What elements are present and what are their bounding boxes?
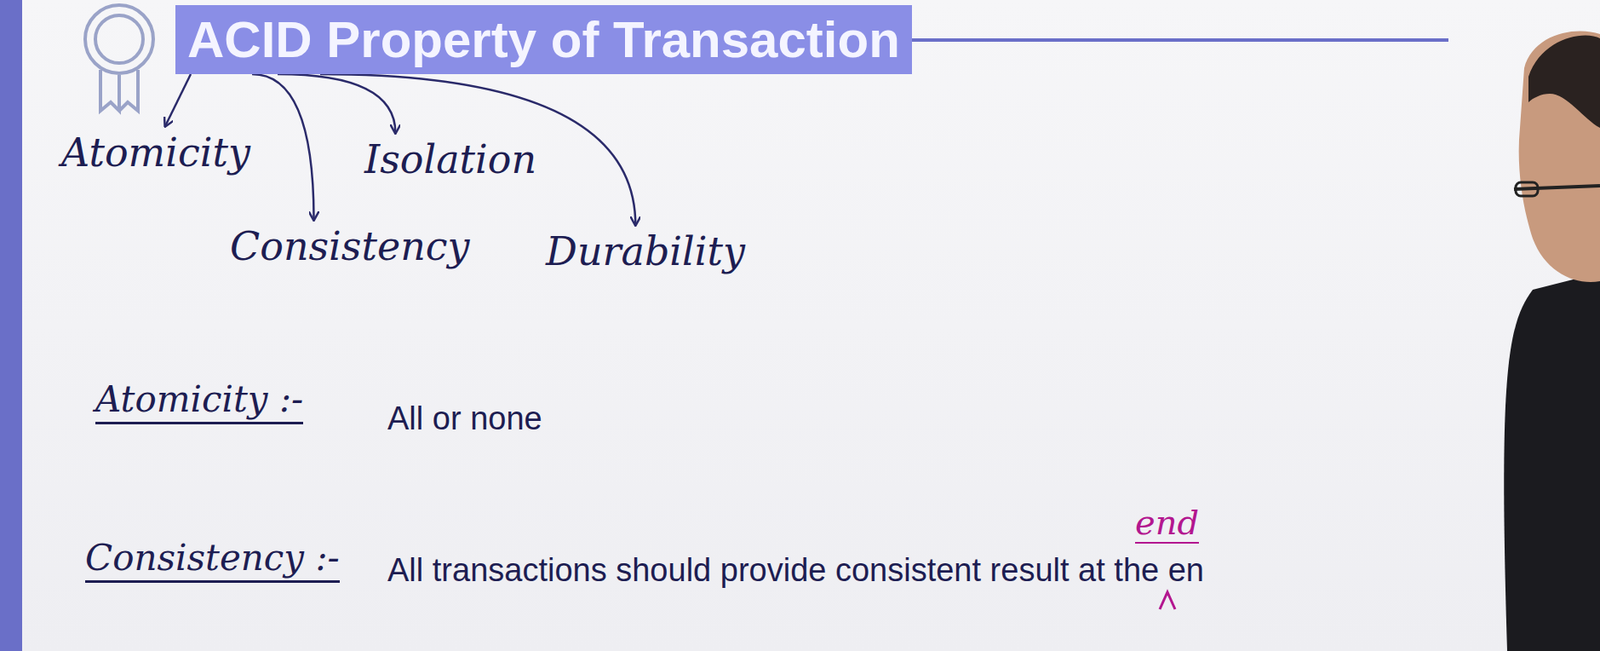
term-word: Isolation <box>364 136 537 183</box>
definition-text: All transactions should provide consiste… <box>387 551 1205 589</box>
title-band: ACID Property of Transaction <box>175 5 912 75</box>
arrow-connector <box>320 74 636 225</box>
definition-text: All or none <box>387 400 543 437</box>
insert-caret <box>1159 591 1176 609</box>
arrow-connector <box>252 74 315 220</box>
node-text: Durability <box>545 228 746 275</box>
arrow-connector <box>277 74 396 133</box>
node-text: Isolation <box>364 136 537 183</box>
term-word: Durability <box>545 228 746 275</box>
presenter-figure <box>1503 30 1600 651</box>
title-rule <box>911 38 1449 42</box>
term-word: Consistency <box>229 223 471 270</box>
node-text: Atomicity <box>61 129 251 176</box>
term-heading: Consistency :- <box>85 536 340 583</box>
arrow-connector <box>165 74 191 127</box>
inserted-word: end <box>1135 502 1199 544</box>
side-bar <box>0 0 23 651</box>
term-heading: Atomicity :- <box>95 378 304 425</box>
badge-icon <box>85 5 154 111</box>
node-text: ACID Property of Transaction <box>187 10 901 69</box>
term-word: Atomicity <box>61 129 251 176</box>
node-text: Consistency <box>229 223 471 270</box>
